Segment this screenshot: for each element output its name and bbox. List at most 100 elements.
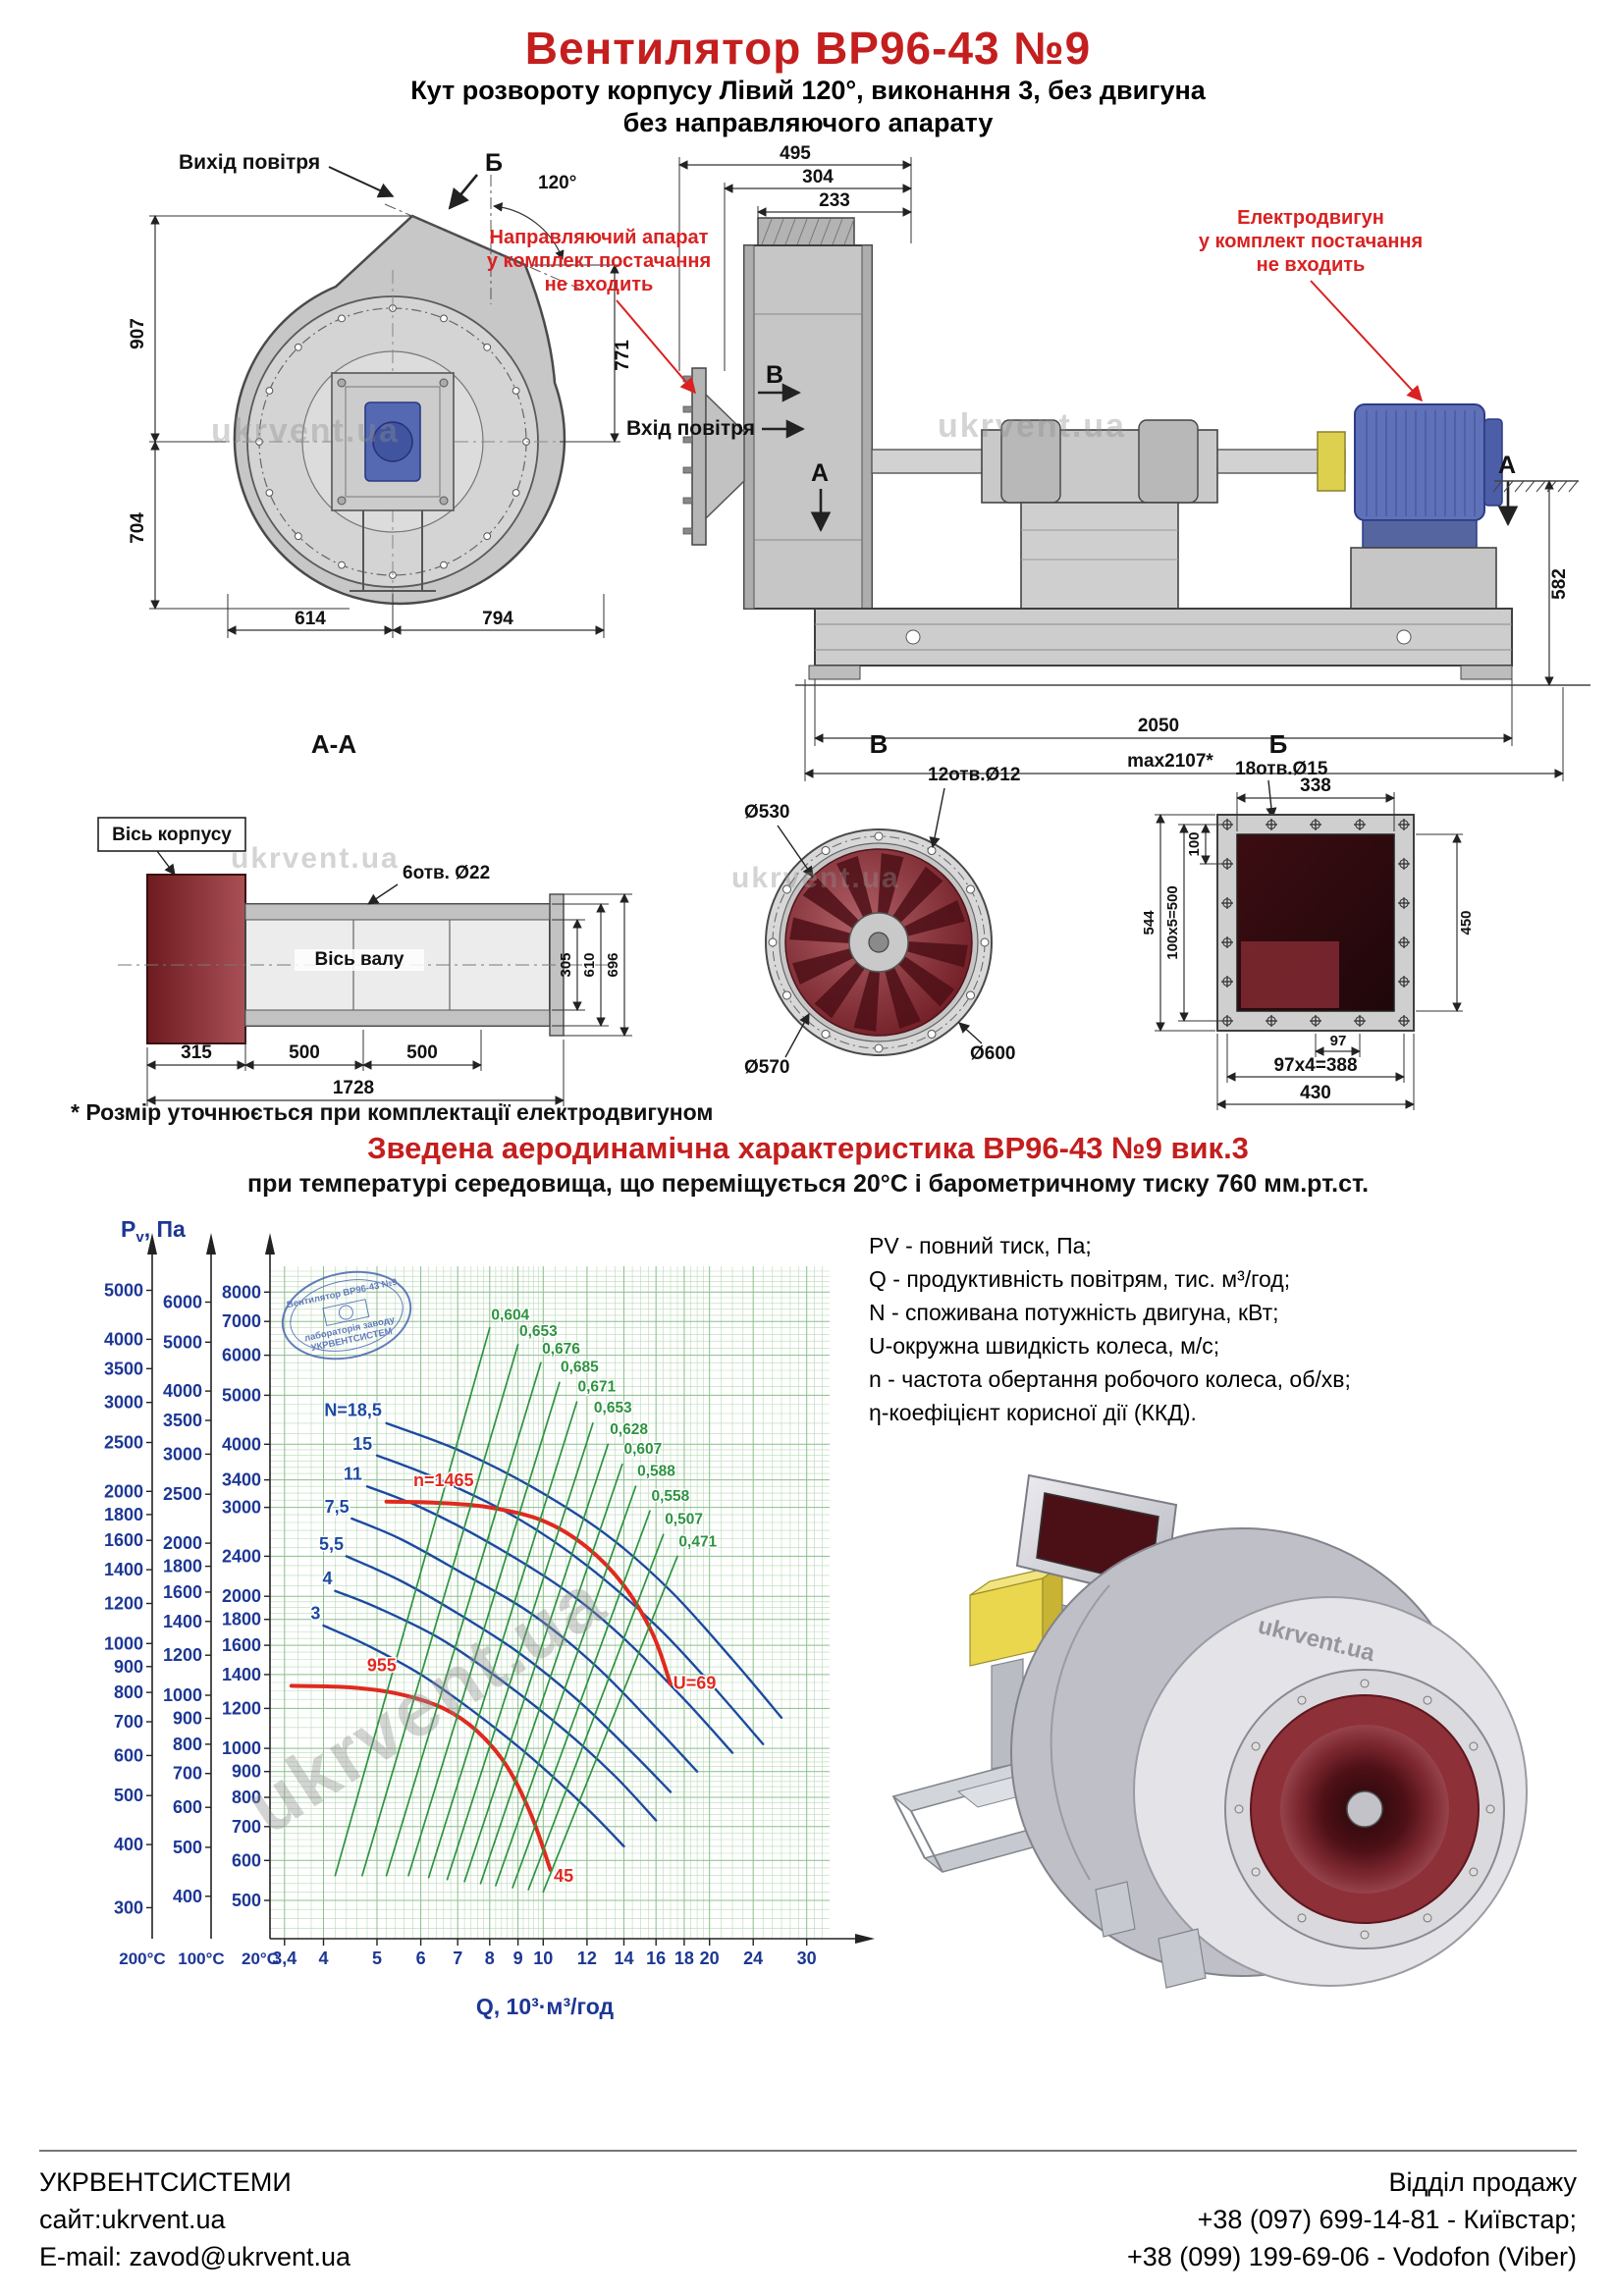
chart-y-axis-title: Pv, Па bbox=[121, 1216, 186, 1246]
drawing-footnote: * Розмір уточнюється при комплектації ел… bbox=[71, 1099, 714, 1125]
footer-phone-1: +38 (097) 699-14-81 - Київстар; bbox=[1197, 2205, 1577, 2234]
dim-610-label: 610 bbox=[581, 952, 598, 977]
dim-100-label: 100 bbox=[1186, 831, 1203, 856]
x-tick-label: 10 bbox=[533, 1949, 553, 1968]
curve-label: U=69 bbox=[673, 1674, 717, 1693]
curve-N=4 bbox=[334, 1589, 658, 1822]
dim-d600-label: Ø600 bbox=[970, 1043, 1015, 1064]
curve-label: 11 bbox=[344, 1465, 362, 1484]
y-tick-label: 900 bbox=[173, 1709, 202, 1729]
y-tick-label: 1600 bbox=[104, 1530, 143, 1550]
curve-eff-0,628 bbox=[463, 1443, 610, 1883]
dim-2050-label: 2050 bbox=[1138, 716, 1179, 736]
curve-N=5,5 bbox=[345, 1555, 673, 1793]
y-tick-label: 1000 bbox=[222, 1738, 261, 1758]
y-tick-label: 1600 bbox=[222, 1635, 261, 1655]
page-subtitle-1: Кут розвороту корпусу Лівий 120°, викона… bbox=[410, 76, 1206, 105]
fan-side-view-drawing: 495 304 233 Направляючий апарат у компле… bbox=[487, 143, 1590, 781]
curve-label: 0,471 bbox=[678, 1533, 717, 1550]
view-b-drawing: Б 18отв.Ø15 338 544 100x5=500 100 450 97… bbox=[1141, 729, 1475, 1110]
curve-label: 7,5 bbox=[325, 1497, 350, 1517]
note-guide-vane: Направляючий апарат у комплект постачанн… bbox=[487, 227, 711, 395]
y-tick-label: 6000 bbox=[222, 1346, 261, 1365]
y-tick-label: 800 bbox=[173, 1735, 202, 1754]
y-tick-label: 2000 bbox=[104, 1481, 143, 1501]
curve-label: 15 bbox=[352, 1434, 372, 1454]
curve-eff-0,507 bbox=[527, 1533, 665, 1891]
footer-company: УКРВЕНТСИСТЕМИ bbox=[39, 2167, 292, 2197]
svg-text:не входить: не входить bbox=[1257, 254, 1366, 276]
curve-eff-0,604 bbox=[334, 1326, 491, 1877]
flange-bolts bbox=[768, 831, 990, 1053]
x-tick-label: 18 bbox=[674, 1949, 694, 1968]
y-tick-label: 3400 bbox=[222, 1470, 261, 1490]
y-tick-label: 1400 bbox=[222, 1665, 261, 1684]
y-tick-label: 1200 bbox=[222, 1698, 261, 1718]
y-tick-label: 700 bbox=[232, 1817, 261, 1837]
y-tick-label: 6000 bbox=[163, 1293, 202, 1312]
dim-304-label: 304 bbox=[802, 167, 834, 187]
dim-794-label: 794 bbox=[482, 609, 513, 629]
footer-contacts: УКРВЕНТСИСТЕМИ сайт:ukrvent.ua E-mail: z… bbox=[39, 2163, 350, 2275]
y-tick-label: 600 bbox=[173, 1797, 202, 1817]
curve-N=15 bbox=[375, 1454, 765, 1745]
y-tick-label: 5000 bbox=[104, 1281, 143, 1301]
curve-label: 0,628 bbox=[610, 1421, 648, 1438]
axis-shaft-label: Вісь валу bbox=[315, 949, 404, 970]
y-tick-label: 400 bbox=[114, 1835, 143, 1854]
x-tick-label: 3,4 bbox=[272, 1949, 296, 1968]
y-tick-label: 900 bbox=[232, 1762, 261, 1782]
y-tick-label: 1200 bbox=[163, 1645, 202, 1665]
y-tick-label: 600 bbox=[114, 1745, 143, 1765]
dim-907-label: 907 bbox=[128, 318, 148, 349]
y-tick-label: 4000 bbox=[104, 1329, 143, 1349]
aerodynamic-chart: 5000400035003000250020001800160014001200… bbox=[104, 1216, 875, 2019]
curve-label: 45 bbox=[554, 1866, 573, 1886]
curve-label: 0,685 bbox=[561, 1360, 599, 1376]
curve-label: 955 bbox=[367, 1656, 397, 1676]
footer-sales: Відділ продажу +38 (097) 699-14-81 - Киї… bbox=[1127, 2163, 1577, 2275]
legend-q: Q - продуктивність повітрям, тис. м³/год… bbox=[869, 1266, 1291, 1292]
section-a-mark-right: А bbox=[1498, 452, 1516, 479]
vv-holes-label: 12отв.Ø12 bbox=[928, 765, 1020, 785]
y-tick-label: 4000 bbox=[163, 1381, 202, 1401]
legend-n-rpm: n - частота обертання робочого колеса, о… bbox=[869, 1366, 1351, 1392]
header: Вентилятор ВР96-43 №9 Кут розвороту корп… bbox=[0, 22, 1616, 139]
x-tick-label: 6 bbox=[416, 1949, 426, 1968]
coupling bbox=[1317, 431, 1346, 492]
dim-d530-label: Ø530 bbox=[744, 802, 789, 823]
curve-label: n=1465 bbox=[413, 1470, 474, 1490]
view-v-mark: В bbox=[766, 361, 783, 389]
impeller-blades bbox=[789, 853, 968, 1032]
dim-696-label: 696 bbox=[605, 952, 621, 977]
flange-holes bbox=[1221, 819, 1410, 1027]
x-tick-label: 4 bbox=[318, 1949, 328, 1968]
footer-sales-label: Відділ продажу bbox=[1388, 2167, 1577, 2197]
y-tick-label: 3000 bbox=[222, 1498, 261, 1518]
svg-text:Направляючий апарат: Направляючий апарат bbox=[490, 227, 709, 248]
curve-label: 5,5 bbox=[319, 1534, 344, 1554]
y-tick-label: 2000 bbox=[222, 1586, 261, 1606]
curve-eff-0,685 bbox=[407, 1381, 561, 1877]
svg-text:у комплект постачання: у комплект постачання bbox=[1199, 231, 1423, 252]
dim-582-label: 582 bbox=[1549, 568, 1570, 600]
x-tick-label: 8 bbox=[485, 1949, 495, 1968]
y-tick-label: 1000 bbox=[104, 1633, 143, 1653]
curve-label: 0,558 bbox=[652, 1488, 690, 1505]
inlet-cone bbox=[705, 393, 745, 520]
base-frame bbox=[814, 608, 1513, 667]
curve-label: 0,653 bbox=[519, 1323, 558, 1340]
curve-eff-0,676 bbox=[385, 1362, 542, 1877]
y-tick-label: 2500 bbox=[163, 1484, 202, 1504]
note-motor: Електродвигун у комплект постачання не в… bbox=[1199, 207, 1423, 402]
y-tick-label: 5000 bbox=[222, 1385, 261, 1405]
footer-site: сайт:ukrvent.ua bbox=[39, 2205, 226, 2234]
temperature-scale-label: 200°C bbox=[119, 1949, 165, 1968]
y-tick-label: 500 bbox=[173, 1838, 202, 1857]
legend-pv: PV - повний тиск, Па; bbox=[869, 1233, 1092, 1258]
y-tick-label: 700 bbox=[114, 1712, 143, 1732]
dim-233-label: 233 bbox=[819, 190, 850, 211]
curve-label: 0,507 bbox=[665, 1512, 703, 1528]
y-tick-label: 400 bbox=[173, 1887, 202, 1906]
